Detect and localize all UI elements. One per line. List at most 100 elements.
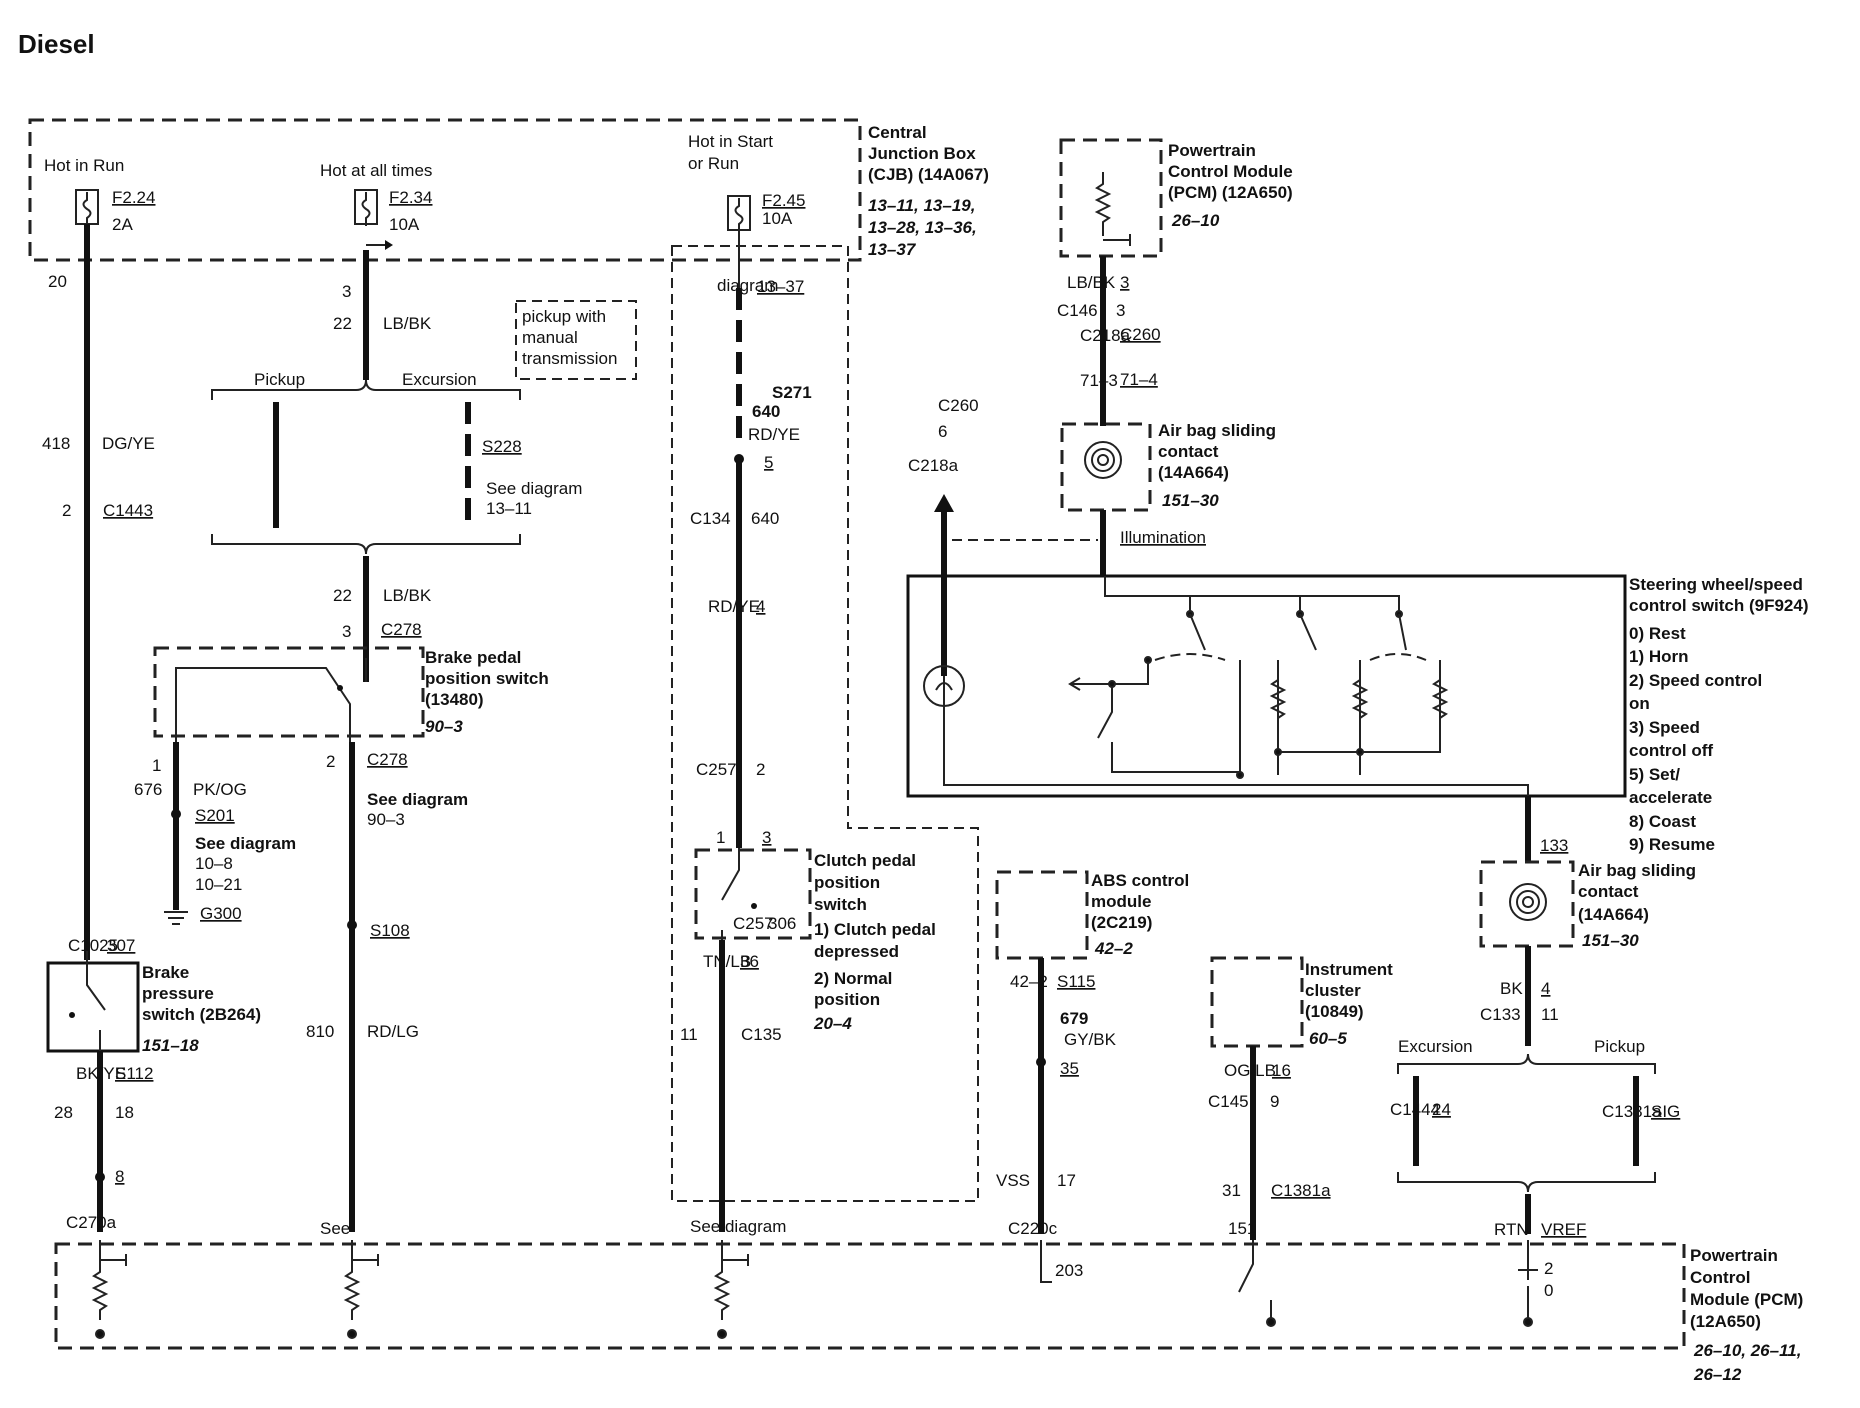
svg-text:26–12: 26–12 (1693, 1365, 1742, 1384)
fuse-f2-34: Hot at all times F2.34 10A (320, 161, 432, 250)
connector-c134: 4 (756, 597, 765, 616)
connector-c1025-top: 307 (107, 936, 135, 955)
svg-text:Module (PCM): Module (PCM) (1690, 1290, 1803, 1309)
clutch-pin-1: 306 (768, 914, 796, 933)
svg-text:8) Coast: 8) Coast (1629, 812, 1696, 831)
svg-text:on: on (1629, 694, 1650, 713)
label-pickup-b: Pickup (1594, 1037, 1645, 1056)
svg-text:42–2: 42–2 (1094, 939, 1133, 958)
pin-3-c218a: 71–3 (1080, 371, 1118, 390)
color-tn-lb: C135 (741, 1025, 782, 1044)
svg-text:13–11, 13–19,: 13–11, 13–19, (868, 196, 975, 215)
ref-42-2: GY/BK (1064, 1030, 1117, 1049)
splice-s201: S201 (195, 806, 235, 825)
svg-text:transmission: transmission (522, 349, 617, 368)
steering-switch-internals (923, 576, 1529, 796)
illumination-arrow-icon (934, 494, 954, 512)
svg-text:5) Set/: 5) Set/ (1629, 765, 1680, 784)
svg-text:Steering wheel/speed: Steering wheel/speed (1629, 575, 1803, 594)
circuit-22-b: 22 (333, 586, 352, 605)
label-pickup: Pickup (254, 370, 305, 389)
splice-s271: 5 (764, 453, 773, 472)
svg-text:contact: contact (1578, 882, 1639, 901)
steering-switch-label: Steering wheel/speed control switch (9F9… (1629, 575, 1808, 854)
svg-text:switch (2B264): switch (2B264) (142, 1005, 261, 1024)
ref-90-3: 90–3 (367, 810, 405, 829)
circuit-306: 11 (680, 1025, 698, 1044)
svg-text:151–18: 151–18 (142, 1036, 199, 1055)
svg-text:60–5: 60–5 (1309, 1029, 1347, 1048)
pin-3: 3 (342, 282, 351, 301)
svg-text:control off: control off (1629, 741, 1713, 760)
pin-4-c133: C1444 (1390, 1100, 1440, 1119)
svg-text:Control Module: Control Module (1168, 162, 1293, 181)
svg-text:26–10: 26–10 (1171, 211, 1220, 230)
svg-text:10A: 10A (389, 215, 420, 234)
pin-3-c257: TN/LB (703, 952, 751, 971)
pin-17: OG/LB (1224, 1061, 1276, 1080)
svg-text:Clutch pedal: Clutch pedal (814, 851, 916, 870)
svg-text:1) Clutch pedal: 1) Clutch pedal (814, 920, 936, 939)
pin-1-brake: 1 (152, 756, 161, 775)
brake-pressure-label: Brake pressure switch (2B264) 151–18 (142, 963, 261, 1055)
ref-71-4: 6 (938, 422, 947, 441)
svg-text:(2C219): (2C219) (1091, 913, 1152, 932)
circuit-810: 810 (306, 1022, 334, 1041)
svg-text:Control: Control (1690, 1268, 1750, 1287)
svg-text:ABS control: ABS control (1091, 871, 1189, 890)
airbag-contact-bottom (1479, 860, 1575, 948)
svg-text:Instrument: Instrument (1305, 960, 1393, 979)
ref-10-21: 10–21 (195, 875, 242, 894)
pin-9: 151 (1228, 1219, 1256, 1238)
note-pickup-manual (515, 300, 637, 380)
color-gy-bk: 17 (1057, 1171, 1076, 1190)
cluster-label: Instrument cluster (10849) 60–5 (1305, 960, 1393, 1048)
abs-label: ABS control module (2C219) 42–2 (1091, 871, 1189, 958)
connector-c260-bottom: 133 (1540, 836, 1568, 855)
svg-text:pickup with: pickup with (522, 307, 606, 326)
clutch-label: Clutch pedal position switch 1) Clutch p… (813, 851, 936, 1033)
color-bk: 11 (1541, 1005, 1559, 1024)
split-bracket-right-top (1397, 1053, 1656, 1074)
svg-text:151–30: 151–30 (1162, 491, 1219, 510)
pin-1-c1025: C1025 (68, 936, 118, 955)
pin-6: BK (1500, 979, 1523, 998)
svg-text:151–30: 151–30 (1582, 931, 1639, 950)
ref-71-3: C260 (938, 396, 979, 415)
svg-text:F2.24: F2.24 (112, 188, 155, 207)
circuit-151: C146 (1057, 301, 1098, 320)
connector-c278-bottom: C278 (367, 750, 408, 769)
clutch-pin-2: C257 (733, 914, 774, 933)
split-bracket-right-bottom (1397, 1172, 1656, 1193)
brake-pressure-switch (46, 961, 140, 1053)
connector-c260-top: Illumination (1120, 528, 1206, 547)
circuit-203: C145 (1208, 1092, 1249, 1111)
connector-c145: C1381a (1271, 1181, 1331, 1200)
connector-c1025-bottom: S112 (115, 1064, 153, 1083)
svg-text:Hot at all times: Hot at all times (320, 161, 432, 180)
svg-text:(CJB) (14A067): (CJB) (14A067) (868, 165, 989, 184)
pin-36: See diagram (690, 1217, 786, 1236)
pin-20: 20 (48, 272, 67, 291)
pin-2-c278: 2 (326, 752, 335, 771)
svg-text:pressure: pressure (142, 984, 214, 1003)
svg-text:position: position (814, 990, 880, 1009)
ground-icon (164, 911, 188, 925)
svg-text:(14A664): (14A664) (1578, 905, 1649, 924)
circuit-133: C133 (1480, 1005, 1521, 1024)
color-dg-ye: DG/YE (102, 434, 155, 453)
label-excursion: Excursion (402, 370, 477, 389)
color-bk-ye: 18 (115, 1103, 134, 1122)
airbag-bottom-label: Air bag sliding contact (14A664) 151–30 (1578, 861, 1696, 950)
svg-text:Air bag sliding: Air bag sliding (1158, 421, 1276, 440)
svg-text:1) Horn: 1) Horn (1629, 647, 1689, 666)
color-lb-bk: LB/BK (383, 314, 432, 333)
circuit-640-b: C257 (696, 760, 737, 779)
color-rd-ye-a: 640 (751, 509, 779, 528)
cjb-label: Central Junction Box (CJB) (14A067) 13–1… (868, 123, 989, 259)
airbag-top-label: Air bag sliding contact (14A664) 151–30 (1158, 421, 1276, 510)
svg-text:F2.34: F2.34 (389, 188, 432, 207)
svg-text:depressed: depressed (814, 942, 899, 961)
svg-text:position: position (814, 873, 880, 892)
